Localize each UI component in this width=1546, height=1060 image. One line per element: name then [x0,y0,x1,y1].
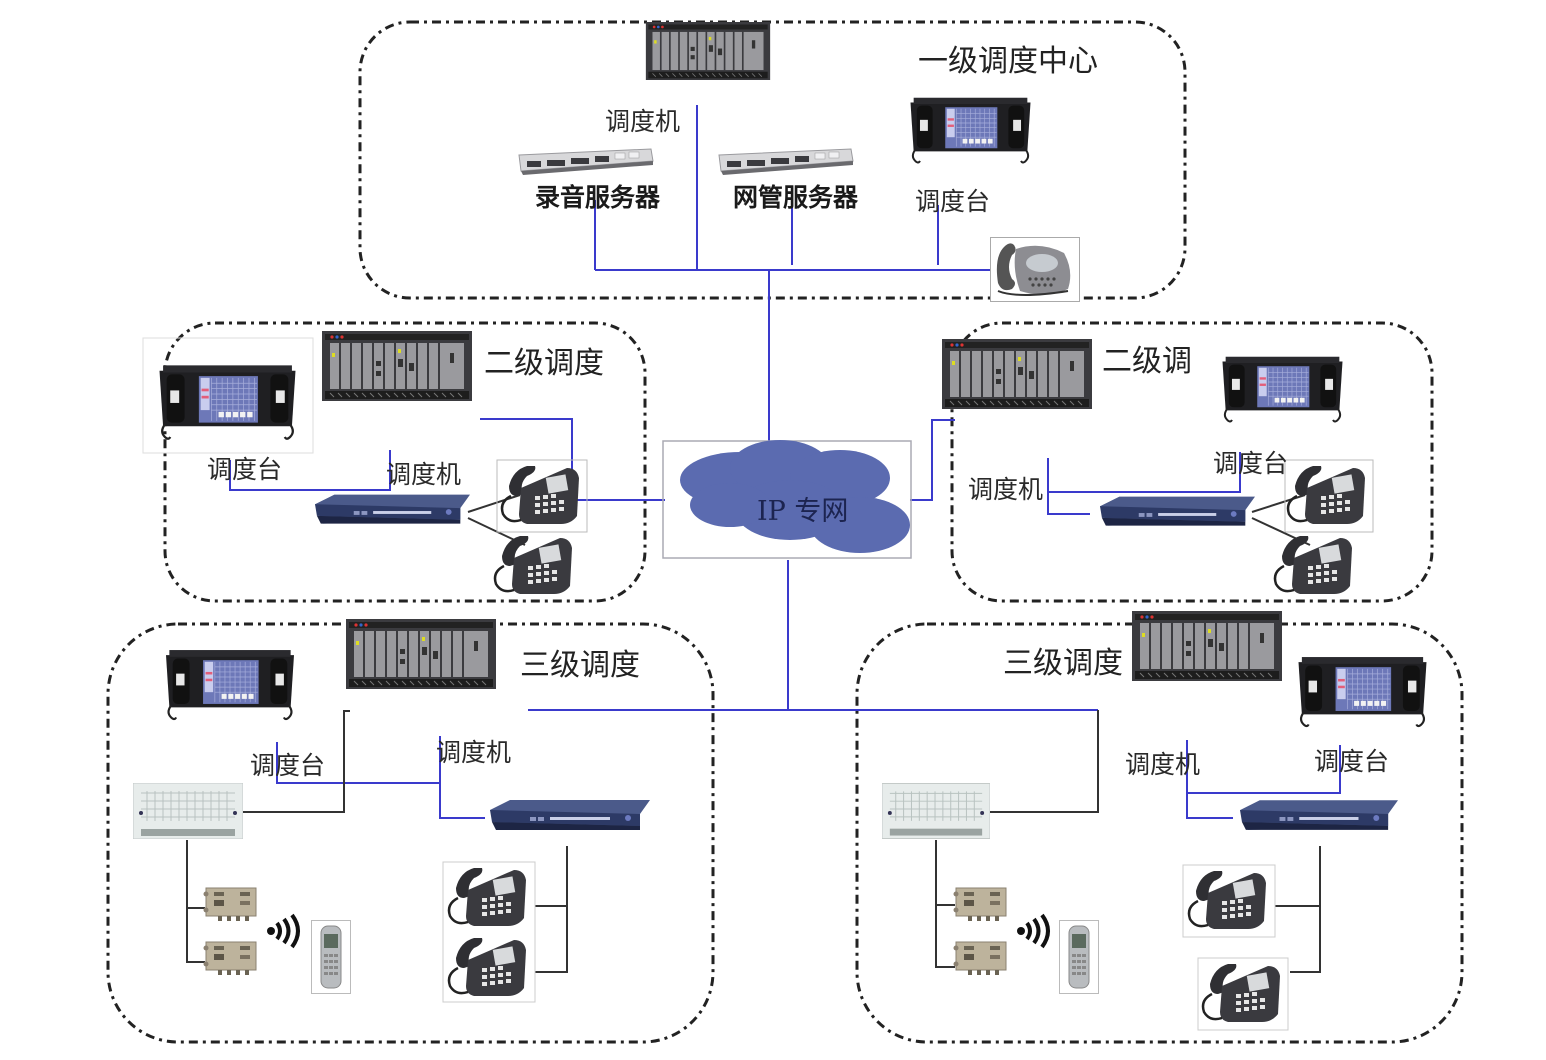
base-station-icon [203,941,257,976]
cloud-icon [680,440,910,553]
link-l3r-console [1186,740,1341,794]
base-station-icon [953,887,1007,922]
link-l3l-console [276,736,441,784]
label-dispatch-console: 调度台 [1314,747,1390,776]
dispatch-console-icon [909,96,1032,164]
distribution-frame-icon [882,783,990,839]
label-dispatch-switch: 调度机 [605,107,681,136]
label-dispatch-console: 调度台 [207,455,283,484]
label-dispatch-console: 调度台 [250,751,326,780]
mobile-phone-icon [1058,920,1100,994]
desk-phone-icon [500,464,581,526]
link-l3l-frame-bs [186,840,205,963]
link-l3r-frame [990,710,1099,813]
rack-server-icon [518,148,654,175]
label-dispatch-switch: 调度机 [386,460,462,489]
dispatch-console-icon [1221,355,1344,423]
phone-image-frame [1182,864,1276,938]
zone-title-level3-left: 三级调度 [520,648,640,683]
phone-image-frame [496,459,588,533]
label-dispatch-console: 调度台 [1213,449,1289,478]
link-l3l-gateway-phones [535,846,568,973]
link-l3r-gateway-phones [1275,846,1321,973]
base-station-icon [953,941,1007,976]
phone-image-frame [442,861,536,1003]
link-l2r-gateway [1047,492,1090,515]
rack-chassis-icon [1132,610,1282,682]
link-l2r-to-network [910,419,955,501]
desk-phone-icon [1273,534,1354,596]
link-l3l-gateway [439,783,485,819]
phone-image-frame [1197,957,1289,1031]
label-dispatch-switch: 调度机 [968,475,1044,504]
link-l2r-phone-1 [1251,494,1306,513]
zone-boundary-level3-left [106,622,715,1044]
desk-phone-icon [493,534,574,596]
rack-server-icon [718,148,854,175]
network-switch-icon [490,800,650,830]
dispatch-console-icon [1297,655,1428,728]
mobile-phone-icon [310,920,352,994]
link-l3l-frame [242,710,350,813]
zone-title-level2-right: 二级调 [1102,344,1192,379]
network-switch-icon [1100,496,1255,526]
label-dispatch-console: 调度台 [915,187,991,216]
link-l2r-console [1047,452,1241,493]
dispatch-console-icon [164,648,296,721]
zone-boundary-level2-left [163,321,647,603]
label-dispatch-switch: 调度机 [436,738,512,767]
zone-title-level3-right: 三级调度 [1003,646,1123,681]
wireless-signal-icon [265,913,300,949]
rack-chassis-icon [942,338,1092,410]
zone-boundary-level3-right [855,622,1464,1044]
rack-chassis-icon [322,330,472,402]
phone-image-frame [1284,459,1374,533]
desk-phone-icon [1201,962,1282,1024]
desk-phone-icon [1286,464,1367,526]
zone-boundary-level2-right [950,321,1434,603]
console-image-frame [142,337,314,454]
zone-title-level1: 一级调度中心 [918,44,1098,79]
wireless-signal-icon [1015,913,1050,949]
distribution-frame-icon [133,783,243,839]
desk-phone-icon [1187,869,1268,931]
ip-phone-icon [990,237,1080,302]
link-l3r-frame-bs [935,840,955,968]
link-l2l-console [229,450,391,491]
label-dispatch-switch: 调度机 [1125,750,1201,779]
zone-title-level2-left: 二级调度 [484,346,604,381]
desk-phone-icon [447,936,528,998]
rack-chassis-icon [346,618,496,690]
base-station-icon [203,887,257,922]
desk-phone-icon [447,866,528,928]
link-l3r-gateway [1186,793,1233,819]
dispatch-console-icon [158,364,297,440]
rack-chassis-icon [645,22,771,80]
label-recording-server: 录音服务器 [535,183,661,212]
network-switch-icon [315,494,470,524]
network-label: IP 专网 [757,496,849,527]
label-nms-server: 网管服务器 [733,183,859,212]
link-l2l-phone-1 [467,494,521,513]
network-switch-icon [1240,800,1398,830]
